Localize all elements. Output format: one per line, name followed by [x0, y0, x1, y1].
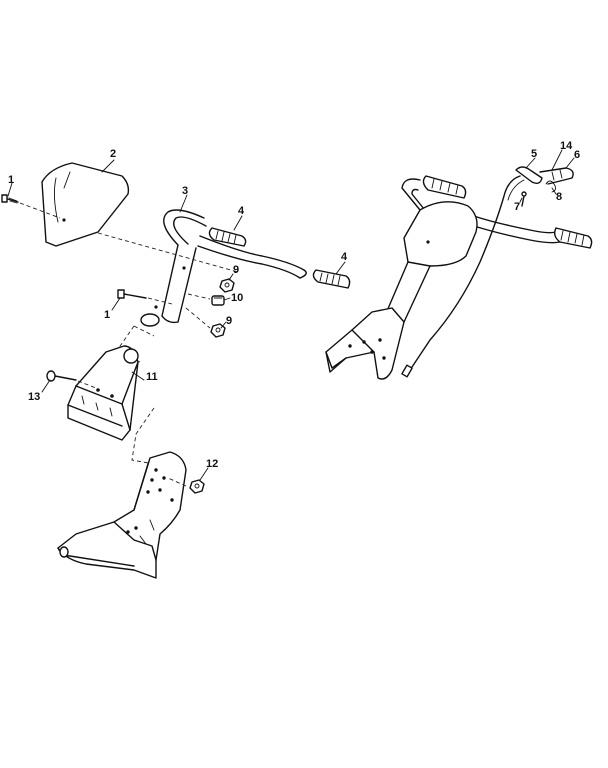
part-5-lever [515, 166, 543, 185]
callout-5: 5 [525, 148, 537, 169]
alignment-line-bolt [185, 293, 211, 329]
svg-text:8: 8 [556, 191, 562, 203]
part-10-spacer [211, 295, 225, 306]
callout-4-right: 4 [335, 251, 348, 275]
callout-11: 11 [131, 371, 158, 383]
callout-2: 2 [101, 148, 116, 173]
callout-8: 8 [551, 187, 562, 203]
callout-1-lower: 1 [104, 297, 121, 321]
svg-text:4: 4 [341, 251, 348, 263]
part-9-nut-upper [219, 278, 235, 293]
svg-text:5: 5 [531, 148, 537, 160]
svg-text:9: 9 [233, 264, 239, 276]
svg-text:10: 10 [231, 292, 243, 304]
part-1-screw-upper [1, 194, 61, 219]
callout-14: 14 [551, 140, 573, 171]
svg-text:13: 13 [28, 391, 40, 403]
svg-text:9: 9 [226, 315, 232, 327]
callout-7: 7 [514, 197, 523, 213]
svg-text:12: 12 [206, 458, 218, 470]
svg-text:14: 14 [560, 140, 573, 152]
part-1-bolt-lower [117, 289, 173, 305]
part-13-bolt [46, 370, 97, 389]
alignment-line-cover [97, 232, 239, 273]
part-3-handlebar [140, 209, 307, 327]
callout-1-upper: 1 [7, 174, 14, 197]
part-12-nut [167, 477, 205, 494]
part-7-pin [521, 191, 527, 207]
callout-10: 10 [223, 292, 243, 304]
assembled-handle [325, 175, 593, 380]
svg-text:11: 11 [146, 371, 158, 383]
svg-text:3: 3 [182, 185, 188, 197]
callout-4-upper: 4 [233, 205, 245, 231]
callout-13: 13 [28, 379, 51, 403]
svg-text:2: 2 [110, 148, 116, 160]
callout-9-upper: 9 [228, 264, 239, 281]
svg-text:6: 6 [574, 149, 580, 161]
svg-text:7: 7 [514, 201, 520, 213]
part-8-spring [545, 180, 557, 193]
callout-6: 6 [565, 149, 580, 169]
svg-text:1: 1 [104, 309, 110, 321]
part-4-grip-right [312, 269, 351, 289]
part-11-bracket [67, 345, 139, 441]
svg-text:1: 1 [8, 174, 14, 186]
callout-3: 3 [179, 185, 188, 213]
link-box-lower [131, 407, 155, 465]
svg-text:4: 4 [238, 205, 245, 217]
control-cable [401, 175, 525, 378]
part-4-grip-upper [208, 227, 247, 247]
part-14-lever-arm [539, 167, 574, 185]
callout-12: 12 [199, 458, 218, 481]
lower-mount-plate [57, 451, 187, 579]
callout-9-lower: 9 [220, 315, 232, 329]
part-2-handle-cover [41, 162, 130, 247]
